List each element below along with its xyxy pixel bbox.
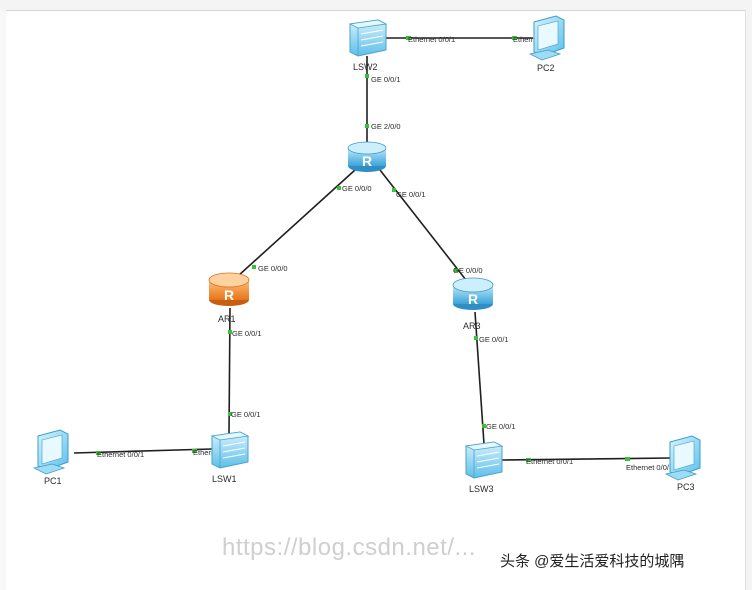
port-indicator	[337, 186, 341, 190]
port-label-lsw3-up: GE 0/0/1	[486, 422, 516, 431]
switch-lsw3[interactable]: LSW3	[464, 441, 504, 494]
source-badge: 头条 @爱生活爱科技的城隅	[500, 553, 685, 570]
switch-lsw2[interactable]: LSW2	[348, 19, 388, 72]
port-label-ar1-up: GE 0/0/0	[258, 264, 288, 273]
port-label-lsw3-pc3: Ethernet 0/0/1	[526, 457, 573, 466]
port-indicator	[625, 457, 630, 461]
port-indicator	[512, 36, 517, 40]
pc-pc1[interactable]: PC1	[32, 429, 69, 486]
port-indicator	[482, 424, 486, 428]
switch-icon	[348, 19, 388, 57]
device-label-pc2: PC2	[537, 63, 555, 73]
device-label-pc3: PC3	[677, 482, 695, 492]
svg-text:R: R	[468, 291, 478, 307]
window-frame-right	[745, 10, 752, 590]
link-ar3-lsw3[interactable]	[474, 311, 485, 445]
port-label-ar3-down: GE 0/0/1	[479, 335, 509, 344]
port-indicator	[192, 449, 197, 453]
window-frame-left	[0, 10, 6, 590]
device-label-lsw2: LSW2	[353, 62, 378, 72]
device-label-ar1: AR1	[218, 314, 236, 324]
pc-icon	[664, 435, 701, 481]
switch-icon	[464, 441, 504, 479]
watermark-text: https://blog.csdn.net/...	[222, 534, 476, 561]
device-label-lsw1: LSW1	[212, 474, 237, 484]
port-label-pc1-lsw1: Ethernet 0/0/1	[97, 450, 144, 459]
pc-pc3[interactable]: PC3	[664, 435, 701, 492]
window-frame-top	[0, 0, 752, 11]
port-label-lsw2-down: GE 0/0/1	[371, 75, 401, 84]
router-ar3[interactable]: R AR3	[452, 277, 494, 331]
port-label-ar3-up: GE 0/0/0	[453, 266, 483, 275]
router-core[interactable]: R	[347, 141, 387, 172]
port-label-pc3-lsw3: Ethernet 0/0/1	[626, 463, 673, 472]
port-label-core-right: GE 0/0/1	[396, 190, 426, 199]
link-core-ar1[interactable]	[237, 169, 356, 277]
link-core-ar3[interactable]	[379, 169, 467, 281]
router-ar1[interactable]: R AR1	[208, 272, 250, 324]
port-indicator	[406, 36, 411, 40]
port-label-core-up: GE 2/0/0	[371, 122, 401, 131]
device-label-lsw3: LSW3	[469, 484, 494, 494]
port-indicator	[392, 188, 396, 192]
pc-icon	[528, 15, 565, 61]
port-indicator	[228, 412, 232, 416]
router-icon: R	[452, 277, 494, 310]
router-icon: R	[347, 141, 387, 172]
svg-text:R: R	[224, 287, 234, 303]
port-indicator	[252, 265, 256, 269]
device-label-ar3: AR3	[463, 321, 481, 331]
port-label-lsw1-up: GE 0/0/1	[231, 410, 261, 419]
port-label-core-left: GE 0/0/0	[342, 184, 372, 193]
switch-icon	[210, 431, 250, 469]
device-label-pc1: PC1	[44, 476, 62, 486]
port-indicator	[96, 451, 101, 455]
pc-pc2[interactable]: PC2	[528, 15, 565, 73]
port-indicator	[365, 74, 369, 78]
port-label-lsw2-pc2: Ethernet 0/0/1	[408, 35, 455, 44]
port-indicator	[365, 124, 369, 128]
port-indicator	[228, 330, 232, 334]
port-indicator	[454, 268, 458, 272]
switch-lsw1[interactable]: LSW1	[210, 431, 250, 484]
port-label-ar1-down: GE 0/0/1	[232, 329, 262, 338]
svg-text:R: R	[362, 153, 372, 169]
port-indicator	[474, 336, 478, 340]
router-icon: R	[208, 272, 250, 306]
port-indicator	[526, 458, 531, 462]
pc-icon	[32, 429, 69, 475]
